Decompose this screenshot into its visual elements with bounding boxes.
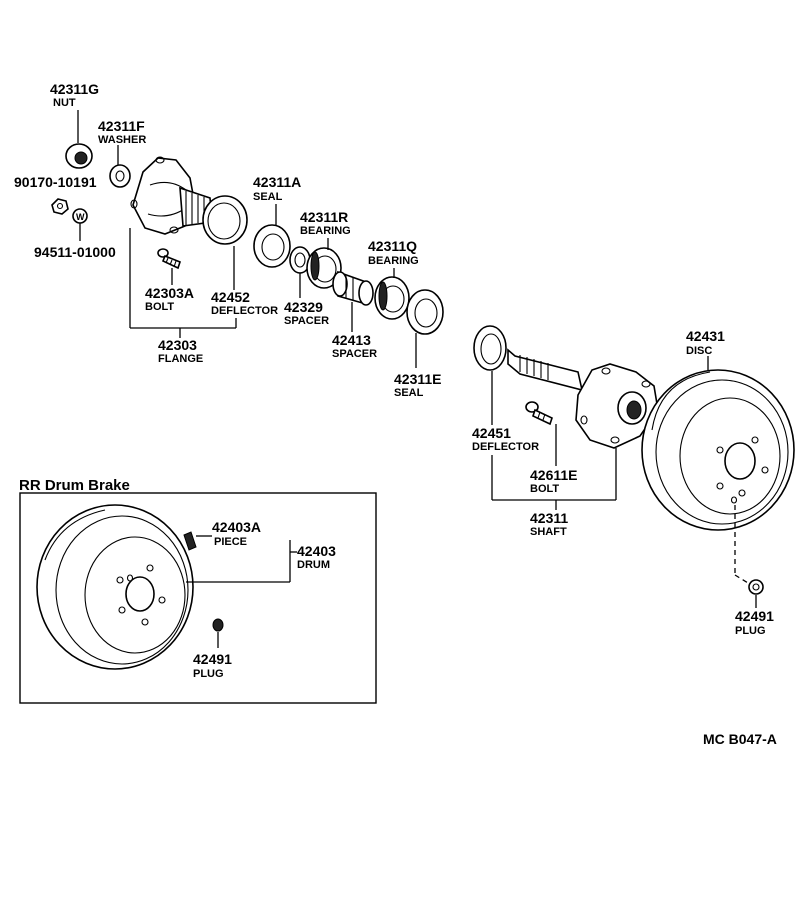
part-name-seal-42311e: SEAL — [394, 387, 424, 399]
deflector-42451-graphic — [473, 325, 507, 371]
part-name-spacer-42329: SPACER — [284, 315, 329, 327]
part-name-washer: WASHER — [98, 134, 146, 146]
drum-graphic — [36, 504, 194, 670]
part-name-bearing-42311r: BEARING — [300, 225, 351, 237]
part-number-spacer-42413: 42413 — [332, 332, 371, 348]
part-name-plug-box: PLUG — [193, 668, 224, 680]
seal-42311e-graphic — [406, 289, 444, 368]
part-name-drum: DRUM — [297, 559, 330, 571]
drum-brake-box — [19, 492, 377, 704]
part-name-nut: NUT — [53, 97, 76, 109]
part-number-deflector-42452: 42452 — [211, 289, 250, 305]
part-number-bearing-42311r: 42311R — [300, 209, 348, 225]
part-name-bolt-42611e: BOLT — [530, 483, 559, 495]
part-name-bolt-42303a: BOLT — [145, 301, 174, 313]
part-name-piece: PIECE — [214, 536, 247, 548]
part-number-bolt-42611e: 42611E — [530, 467, 578, 483]
bolt-42303a-graphic — [157, 248, 181, 285]
part-number-plug-right: 42491 — [735, 608, 774, 624]
part-name-shaft: SHAFT — [530, 526, 567, 538]
bearing-42311r-graphic — [306, 238, 342, 289]
part-name-deflector-42452: DEFLECTOR — [211, 305, 278, 317]
plug-right-graphic — [748, 579, 764, 608]
bearing-42311q-graphic — [374, 268, 410, 320]
nut-graphic — [65, 110, 93, 169]
piece-graphic — [183, 531, 212, 551]
flange-graphic — [130, 156, 248, 245]
disc-graphic — [641, 356, 795, 531]
section-title: RR Drum Brake — [19, 477, 130, 494]
part-name-flange: FLANGE — [158, 353, 203, 365]
part-number-bearing-42311q: 42311Q — [368, 238, 417, 254]
part-number-shaft: 42311 — [530, 510, 568, 526]
seal-42311a-graphic — [253, 204, 291, 268]
part-number-plug-box: 42491 — [193, 651, 232, 667]
part-name-seal-42311a: SEAL — [253, 191, 283, 203]
part-name-deflector-42451: DEFLECTOR — [472, 441, 539, 453]
svg-text:W: W — [76, 212, 85, 222]
shaft-graphic — [507, 348, 659, 449]
part-number-bolt-42303a: 42303A — [145, 285, 194, 301]
bolt-42611e-graphic — [525, 401, 557, 466]
part-number-94511-01000: 94511-01000 — [34, 244, 116, 260]
part-number-piece: 42403A — [212, 519, 261, 535]
part-number-seal-42311e: 42311E — [394, 371, 442, 387]
part-number-seal-42311a: 42311A — [253, 174, 301, 190]
washer-graphic — [109, 145, 131, 188]
part-number-spacer-42329: 42329 — [284, 299, 323, 315]
part-number-deflector-42451: 42451 — [472, 425, 511, 441]
part-number-90170-10191: 90170-10191 — [14, 174, 97, 190]
part-number-washer: 42311F — [98, 118, 145, 134]
part-number-drum: 42403 — [297, 543, 336, 559]
plug-box-graphic — [212, 618, 224, 648]
part-name-spacer-42413: SPACER — [332, 348, 377, 360]
part-number-disc: 42431 — [686, 328, 725, 344]
part-name-bearing-42311q: BEARING — [368, 255, 419, 267]
reference-code: MC B047-A — [703, 731, 777, 747]
small-washer-graphic: W — [72, 208, 88, 241]
part-name-disc: DISC — [686, 345, 712, 357]
part-name-plug-right: PLUG — [735, 625, 766, 637]
spacer-42329-graphic — [289, 246, 311, 298]
small-nut-graphic — [51, 198, 69, 215]
part-number-flange: 42303 — [158, 337, 197, 353]
part-number-nut: 42311G — [50, 81, 99, 97]
spacer-42413-graphic — [332, 270, 374, 332]
